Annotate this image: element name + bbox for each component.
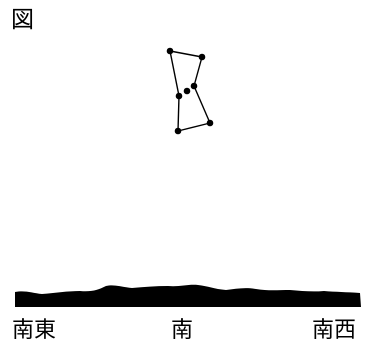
star: [176, 93, 183, 100]
direction-label-southwest: 南西: [312, 318, 356, 344]
constellation-line: [194, 57, 202, 86]
constellation-line: [178, 123, 210, 131]
star: [199, 54, 206, 61]
constellation-line: [194, 86, 210, 123]
direction-label-south: 南: [171, 318, 193, 344]
star: [167, 48, 174, 55]
constellation-stars: [167, 48, 214, 135]
star: [191, 83, 198, 90]
constellation-line: [170, 51, 202, 57]
star: [175, 128, 182, 135]
horizon-landscape: [15, 285, 361, 307]
star: [207, 120, 214, 127]
constellation-line: [170, 51, 179, 96]
star: [184, 88, 191, 95]
constellation-line: [178, 96, 179, 131]
direction-label-southeast: 南東: [12, 318, 56, 344]
